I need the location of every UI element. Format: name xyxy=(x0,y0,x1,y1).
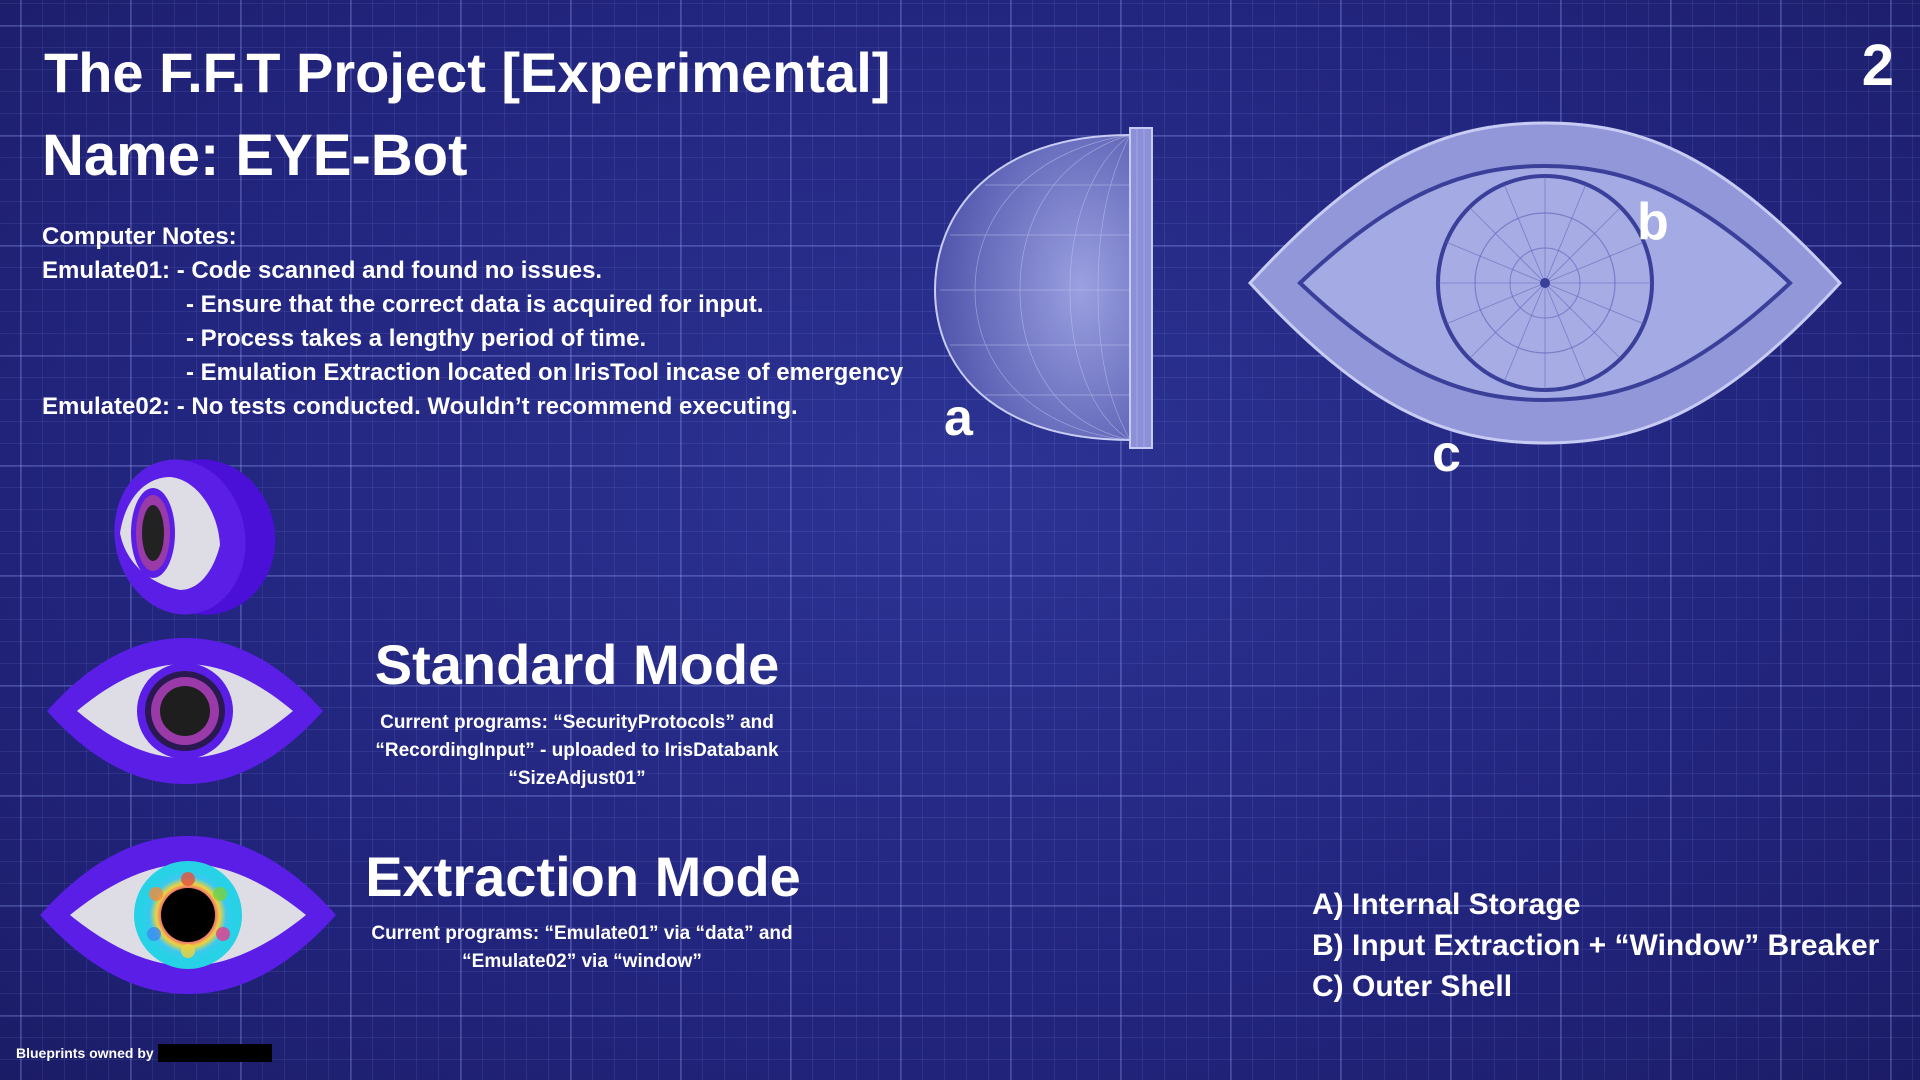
standard-mode-line: Current programs: “SecurityProtocols” an… xyxy=(380,712,774,733)
label-a: a xyxy=(944,389,973,447)
notes-line: - Ensure that the correct data is acquir… xyxy=(186,291,764,318)
label-b: b xyxy=(1637,193,1669,251)
standard-mode-title: Standard Mode xyxy=(374,633,780,696)
redacted-owner xyxy=(157,1044,272,1062)
legend-item: B) Input Extraction + “Window” Breaker xyxy=(1312,929,1880,962)
legend-item: A) Internal Storage xyxy=(1312,888,1581,921)
footer: Blueprints owned by xyxy=(16,1044,272,1062)
extraction-mode-eye xyxy=(40,836,336,994)
standard-mode-line: “SizeAdjust01” xyxy=(508,768,646,789)
parts-legend: A) Internal Storage B) Input Extraction … xyxy=(1312,884,1879,1007)
standard-mode-eye xyxy=(47,638,323,784)
computer-notes: Computer Notes: Emulate01: - Code scanne… xyxy=(42,220,903,424)
page-number: 2 xyxy=(1861,33,1894,98)
footer-text: Blueprints owned by xyxy=(16,1045,154,1061)
eye-bot-render xyxy=(114,459,276,615)
notes-line: - Process takes a lengthy period of time… xyxy=(186,325,647,352)
extraction-mode-title: Extraction Mode xyxy=(365,845,801,908)
label-c: c xyxy=(1432,425,1461,483)
wireframe-front-view xyxy=(1247,121,1843,445)
extraction-mode-line: Current programs: “Emulate01” via “data”… xyxy=(371,923,793,944)
legend-item: C) Outer Shell xyxy=(1312,970,1513,1003)
extraction-mode-line: “Emulate02” via “window” xyxy=(462,951,702,972)
bot-name: Name: EYE-Bot xyxy=(42,123,468,188)
extraction-mode-description: Current programs: “Emulate01” via “data”… xyxy=(357,920,807,976)
standard-mode-description: Current programs: “SecurityProtocols” an… xyxy=(352,709,802,793)
notes-line: Emulate01: - Code scanned and found no i… xyxy=(42,257,603,284)
notes-heading: Computer Notes: xyxy=(42,223,237,250)
notes-line: Emulate02: - No tests conducted. Wouldn’… xyxy=(42,393,798,420)
wireframe-side-view xyxy=(933,127,1153,449)
standard-mode-line: “RecordingInput” - uploaded to IrisDatab… xyxy=(375,740,779,761)
page-title: The F.F.T Project [Experimental] xyxy=(44,41,891,104)
notes-line: - Emulation Extraction located on IrisTo… xyxy=(186,359,904,386)
